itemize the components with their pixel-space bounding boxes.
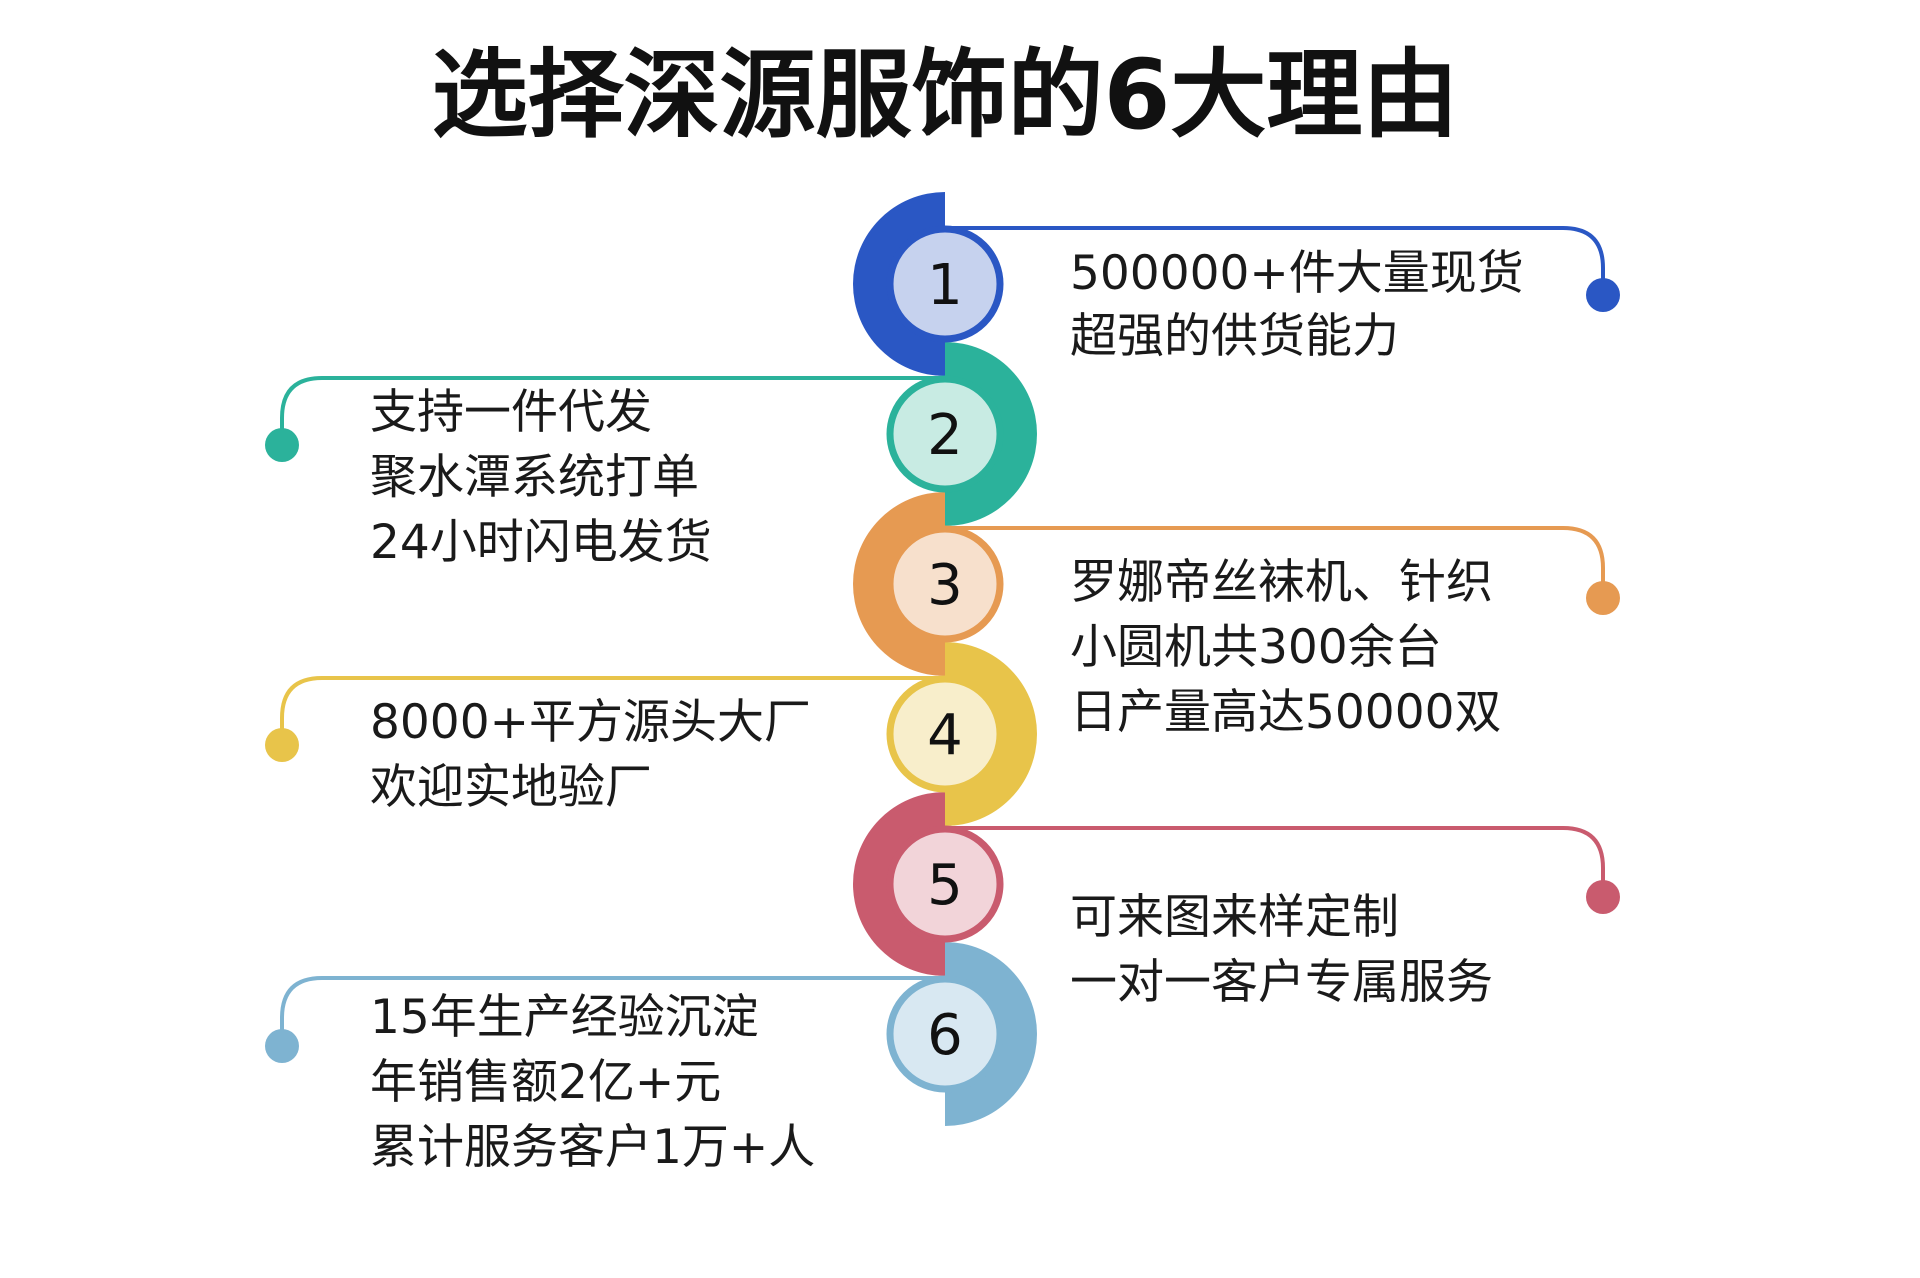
number-badge-3 [886,525,1004,643]
number-badge-1 [886,225,1004,343]
reason-6-line-1: 15年生产经验沉淀 [370,990,759,1045]
number-badge-2 [886,375,1004,493]
reason-5-line-1: 可来图来样定制 [1070,890,1399,945]
reason-2-line-3: 24小时闪电发货 [370,515,712,570]
reason-5-line-2: 一对一客户专属服务 [1070,955,1493,1010]
connector-dot-6 [265,1029,299,1063]
connector-line-6 [280,976,945,1046]
reason-1-line-2: 超强的供货能力 [1070,309,1399,364]
connector-line-4 [280,676,945,745]
number-badge-6 [886,975,1004,1093]
reason-3-line-2: 小圆机共300余台 [1070,620,1442,675]
number-badge-4 [886,675,1004,793]
reason-3-line-1: 罗娜帝丝袜机、针织 [1070,555,1493,610]
step-number-3: 3 [927,553,963,618]
reason-6-line-3: 累计服务客户1万+人 [370,1120,815,1175]
page-title: 选择深源服饰的6大理由 [432,39,1459,151]
step-number-2: 2 [927,403,963,468]
connector-dot-5 [1586,880,1620,914]
connector-layer [265,226,1620,1063]
reason-4-line-2: 欢迎实地验厂 [370,760,652,815]
connector-line-5 [945,826,1605,897]
number-badge-5 [886,825,1004,943]
reason-2-line-1: 支持一件代发 [370,385,652,440]
reason-6-line-2: 年销售额2亿+元 [370,1055,721,1110]
connector-dot-2 [265,428,299,462]
connector-line-3 [945,526,1605,598]
connector-line-1 [945,226,1605,295]
reason-3-line-3: 日产量高达50000双 [1070,685,1502,740]
step-number-6: 6 [927,1003,963,1068]
connector-dot-1 [1586,278,1620,312]
badge-layer: 1 2 3 4 5 6 [886,225,1004,1093]
step-number-1: 1 [927,253,963,318]
connector-dot-4 [265,728,299,762]
reason-4-line-1: 8000+平方源头大厂 [370,695,811,750]
connector-line-2 [280,376,945,445]
reason-1-line-1: 500000+件大量现货 [1070,246,1524,301]
reason-2-line-2: 聚水潭系统打单 [370,450,699,505]
connector-dot-3 [1586,581,1620,615]
step-number-4: 4 [927,703,963,768]
step-number-5: 5 [927,853,963,918]
